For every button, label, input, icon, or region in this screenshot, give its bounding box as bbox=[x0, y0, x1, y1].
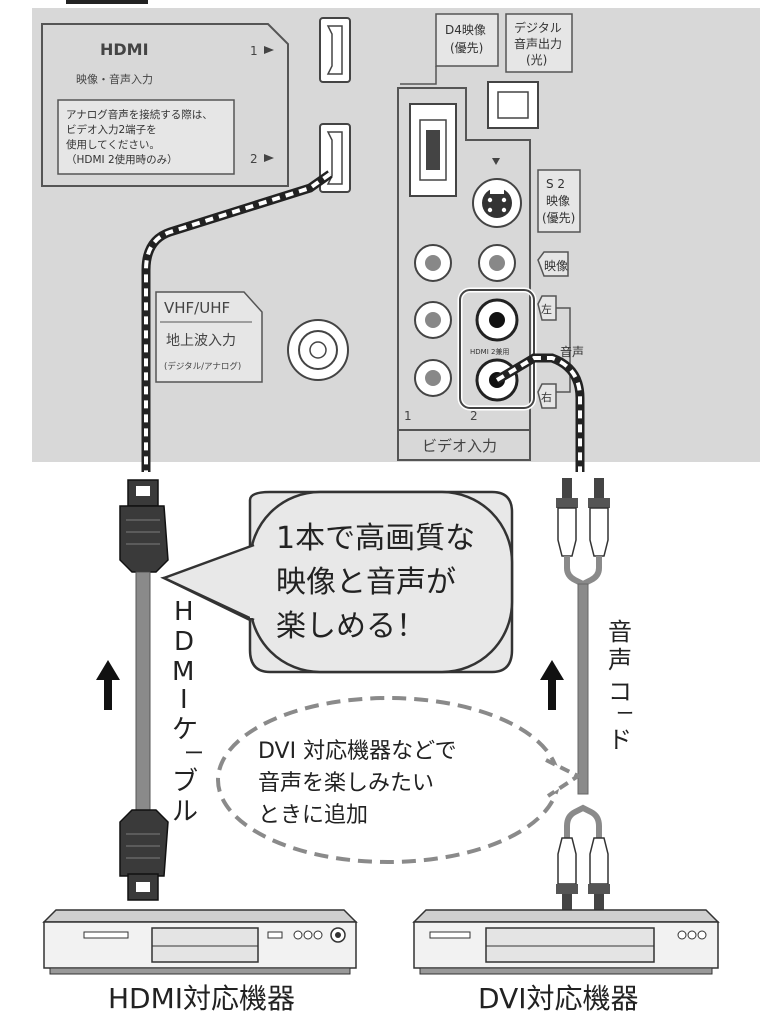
note-line-2: ビデオ入力2端子を bbox=[66, 123, 157, 136]
hdmi-cable-label-3: I bbox=[180, 685, 188, 715]
hdmi-device-label: HDMI対応機器 bbox=[108, 982, 295, 1015]
hdmi-cable-label-0: H bbox=[174, 597, 194, 627]
audio-cord-label-2: コ bbox=[608, 678, 632, 706]
vhf-line-3: (デジタル/アナログ) bbox=[164, 361, 241, 372]
d4-line-2: (優先) bbox=[450, 41, 483, 55]
hdmi2-shared-highlight bbox=[459, 289, 535, 409]
antenna-label-box bbox=[155, 291, 263, 383]
hdmi-input-label: 映像・音声入力 bbox=[76, 72, 153, 86]
video-input-label: ビデオ入力 bbox=[422, 437, 497, 455]
hdmi-cable bbox=[135, 571, 151, 811]
up-arrow-left bbox=[96, 660, 120, 710]
hdmi2-shared-label: HDMI 2兼用 bbox=[470, 347, 509, 356]
port-2-label: 2 bbox=[250, 152, 258, 166]
note-line-4: （HDMI 2使用時のみ） bbox=[66, 153, 178, 166]
audio-cord-label-0: 音 bbox=[608, 618, 632, 646]
column-2-label: 2 bbox=[470, 409, 478, 423]
audio-cord-label-3: ー bbox=[616, 704, 634, 725]
vhf-line-1: VHF/UHF bbox=[164, 299, 230, 317]
rca-plug-pair-top bbox=[556, 478, 610, 588]
hdmi-cable-label-6: ブ bbox=[172, 767, 198, 797]
hdmi-cable-label-7: ル bbox=[172, 797, 198, 827]
s2-label-box bbox=[537, 169, 581, 233]
bubble-main-line-3: 楽しめる！ bbox=[276, 609, 426, 644]
antenna-jack bbox=[287, 319, 349, 381]
bubble-dashed-line-3: ときに追加 bbox=[258, 803, 368, 828]
vhf-line-2: 地上波入力 bbox=[166, 333, 236, 349]
s2-marker bbox=[492, 158, 500, 165]
rca-plug-pair-bottom bbox=[556, 804, 610, 914]
bubble-main-line-2: 映像と音声が bbox=[276, 565, 456, 600]
hdmi-logo: HDMI bbox=[100, 40, 149, 59]
dvi-device bbox=[412, 909, 720, 975]
bubble-dashed-line-2: 音声を楽しみたい bbox=[258, 771, 434, 796]
bubble-main-line-1: 1本で高画質な bbox=[276, 521, 475, 556]
audio-cable bbox=[577, 583, 589, 795]
hdmi-port-1 bbox=[319, 17, 351, 83]
left-tag: 左 bbox=[541, 303, 552, 316]
port-1-arrow bbox=[264, 46, 274, 54]
audio-cord-label-1: 声 bbox=[608, 646, 632, 674]
audio-cable-route bbox=[495, 356, 582, 472]
tv-rear-panel bbox=[32, 8, 760, 462]
s2-line-2: 映像 bbox=[546, 194, 570, 208]
up-arrow-right bbox=[540, 660, 564, 710]
bubble-dashed-line-1: DVI 対応機器などで bbox=[258, 739, 457, 764]
hdmi-connector-top bbox=[119, 479, 169, 573]
note-line-3: 使用してください。 bbox=[66, 138, 160, 151]
port-2-arrow bbox=[264, 154, 274, 162]
s2-line-3: (優先) bbox=[542, 211, 575, 225]
digital-out-label-box bbox=[505, 13, 573, 73]
top-fragment-bar bbox=[66, 0, 148, 4]
digital-line-3: (光) bbox=[526, 53, 547, 67]
column-1-label: 1 bbox=[404, 409, 412, 423]
video-tag-box bbox=[537, 251, 569, 277]
hdmi-connector-bottom bbox=[119, 809, 169, 901]
optical-port bbox=[487, 81, 539, 129]
d4-line-1: D4映像 bbox=[445, 23, 486, 37]
right-tag: 右 bbox=[541, 390, 552, 404]
hdmi-cable-label-2: M bbox=[172, 657, 194, 687]
hdmi-cable-label-5: ー bbox=[184, 741, 204, 765]
hdmi-cable-label-4: ケ bbox=[172, 715, 198, 745]
dvi-device-label: DVI対応機器 bbox=[478, 982, 638, 1015]
hdmi-group-box bbox=[41, 23, 289, 187]
hdmi-cable-route bbox=[144, 172, 332, 472]
analog-note-box bbox=[57, 99, 235, 175]
audio-tag: 音声 bbox=[560, 344, 584, 359]
port-1-label: 1 bbox=[250, 44, 258, 58]
d4-label-box bbox=[435, 13, 499, 67]
hdmi-cable-label-1: D bbox=[174, 627, 194, 657]
audio-cord-label-4: ド bbox=[608, 726, 632, 754]
digital-line-1: デジタル bbox=[514, 20, 562, 35]
video-tag: 映像 bbox=[544, 259, 568, 273]
s2-line-1: S 2 bbox=[546, 177, 565, 191]
right-tag-box bbox=[537, 383, 557, 409]
hdmi-device bbox=[42, 909, 358, 975]
digital-line-2: 音声出力 bbox=[514, 36, 562, 51]
note-line-1: アナログ音声を接続する際は、 bbox=[66, 108, 213, 121]
